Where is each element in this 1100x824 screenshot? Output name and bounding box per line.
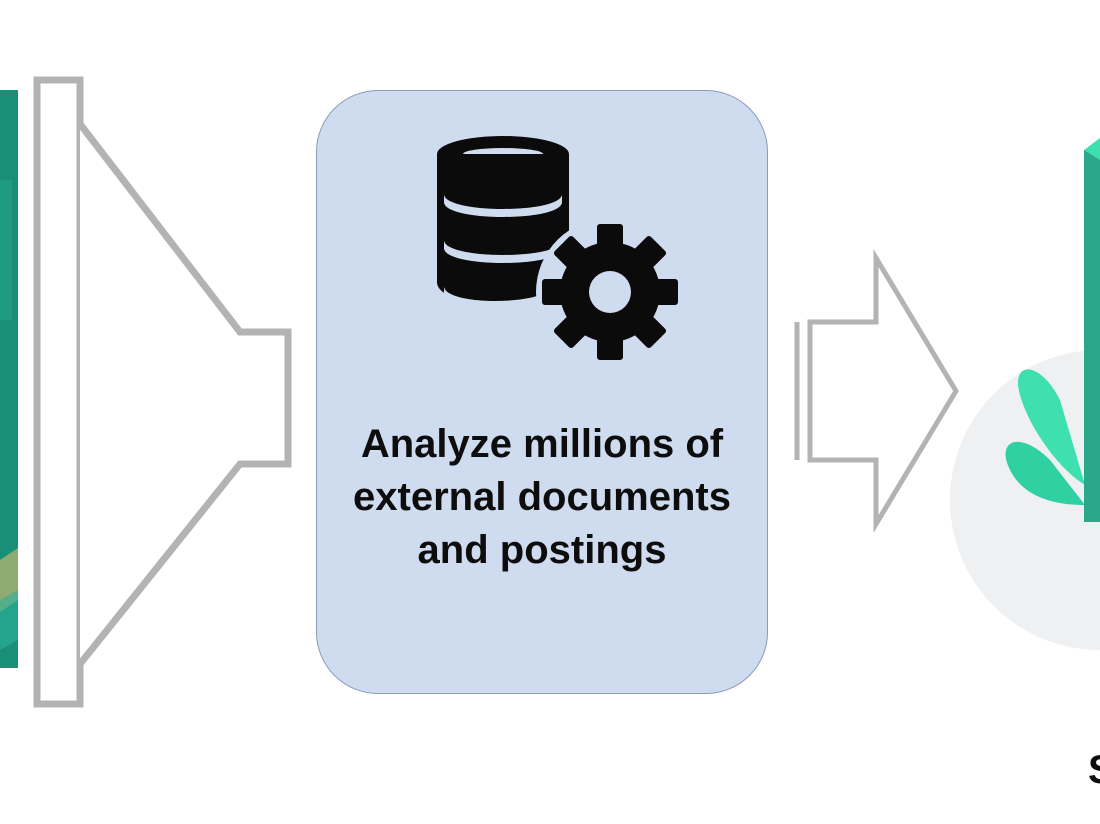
output-caption-fragment: S [1088, 744, 1100, 797]
output-illustration-fragment [950, 138, 1100, 650]
process-step-label: Analyze millions of external documents a… [353, 422, 731, 572]
funnel-shape [33, 76, 292, 708]
right-arrow [794, 248, 959, 534]
left-image-fragment [0, 90, 18, 668]
database-gear-icon [437, 136, 684, 366]
